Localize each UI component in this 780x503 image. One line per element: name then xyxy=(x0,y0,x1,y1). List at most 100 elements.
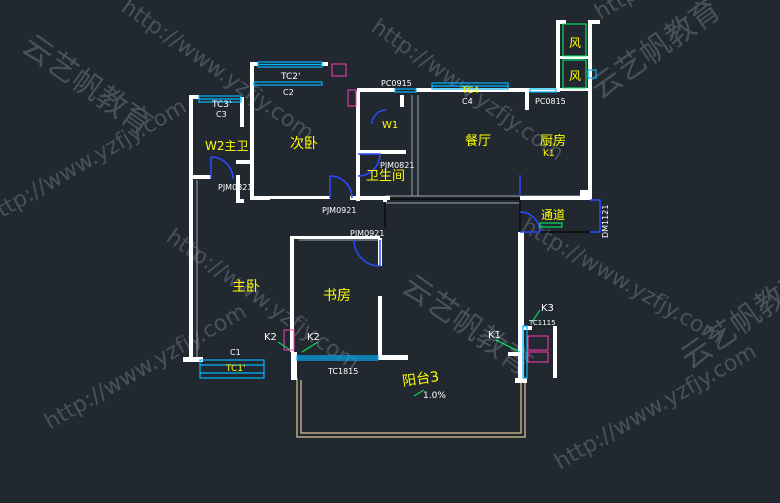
watermark-brand-3: 云艺帆教育 xyxy=(395,268,538,383)
wall-seg xyxy=(189,95,199,99)
door-wc xyxy=(371,109,387,125)
watermark-layer: http://www.yzfjy.com http://www.yzfjy.co… xyxy=(0,0,780,475)
wind-shafts xyxy=(562,23,587,89)
label-dining: 餐厅 xyxy=(465,133,491,149)
door-pjm0921-b xyxy=(353,239,381,267)
tag-pjm0921-a: PJM0921 xyxy=(322,206,356,215)
label-passage: 通道 xyxy=(541,208,565,222)
wall-seg xyxy=(356,150,406,154)
watermark-url-5: http://www.yzfjy.com xyxy=(517,214,728,350)
door-passage xyxy=(519,211,541,233)
fixture-b xyxy=(347,89,357,107)
tag-c1: C1 xyxy=(230,348,241,357)
fixture-c xyxy=(527,335,549,351)
wall-seg xyxy=(236,175,240,200)
tag-c4: C4 xyxy=(462,97,473,106)
wall-seg xyxy=(590,20,600,24)
leaders xyxy=(277,222,563,397)
wall-seg xyxy=(515,378,527,383)
wall-seg xyxy=(250,196,270,200)
wall-seg xyxy=(250,62,254,200)
fixture-e xyxy=(283,329,295,351)
wall-seg xyxy=(270,196,330,199)
wall-seg xyxy=(250,62,258,66)
window-pc0815 xyxy=(529,88,557,93)
tag-pc0815: PC0815 xyxy=(535,97,566,106)
wall-seg xyxy=(560,56,590,59)
label-bathroom: 卫生间 xyxy=(366,169,405,184)
tag-k1: K1 xyxy=(488,330,501,341)
watermark-url-6: http://www.yzfjy.com xyxy=(41,299,252,435)
wall-seg xyxy=(189,175,211,179)
balcony-outline xyxy=(296,378,526,438)
tag-pjm0821-b: PJM0821 xyxy=(380,161,414,170)
tag-slope: 1.0% xyxy=(423,391,446,401)
wall-seg xyxy=(556,20,560,92)
windows xyxy=(198,61,597,379)
wall-seg xyxy=(518,232,524,382)
window-kitchen-side xyxy=(587,69,597,79)
doors xyxy=(210,109,601,267)
label-balcony: 阳台3 xyxy=(401,369,440,390)
door-pjm0821-a xyxy=(210,156,234,180)
wall-seg xyxy=(378,296,382,356)
window-c2 xyxy=(253,81,323,86)
tag-tc1815: TC1815 xyxy=(327,367,358,376)
label-study: 书房 xyxy=(323,288,351,304)
wall-seg xyxy=(400,95,404,107)
label-wind-1: 风 xyxy=(569,36,581,50)
wall-seg xyxy=(356,91,360,201)
wall-seg xyxy=(378,355,408,360)
tag-tc1115: TC1115 xyxy=(528,319,556,327)
wall-seg xyxy=(350,196,390,200)
wall-seg xyxy=(508,352,522,356)
wall-seg xyxy=(588,20,592,200)
wall-seg xyxy=(291,352,297,380)
wall-seg xyxy=(525,88,529,110)
watermark-url-4: http://www.yzfjy.com xyxy=(0,94,191,230)
tag-k2-b: K2 xyxy=(307,332,320,343)
tag-c3: C3 xyxy=(216,110,227,119)
wall-seg xyxy=(524,326,532,330)
tag-pjm0921-b: PJM0921 xyxy=(350,229,384,238)
watermark-brand-1: 云艺帆教育 xyxy=(15,28,158,143)
wall-seg xyxy=(236,160,252,164)
tag-tc3: TC3' xyxy=(211,100,231,110)
tag-tc2: TC2' xyxy=(280,72,300,82)
wall-seg xyxy=(290,236,294,352)
label-second-bedroom: 次卧 xyxy=(290,136,318,152)
wall-seg xyxy=(322,62,328,66)
mark-passage xyxy=(539,222,563,228)
fixture-d xyxy=(527,351,549,363)
label-kitchen: 厨房 xyxy=(540,133,566,149)
wall-seg xyxy=(553,326,557,378)
room-labels: W2主卫 次卧 W1 卫生间 餐厅 厨房 K1 风 风 通道 主卧 书房 阳台3 xyxy=(205,36,581,390)
tag-tc1: TC1' xyxy=(225,364,245,374)
label-master-bedroom: 主卧 xyxy=(232,279,260,295)
fixtures xyxy=(283,63,549,363)
wall-seg xyxy=(236,199,244,203)
window-pc0915 xyxy=(394,88,417,93)
walls xyxy=(183,20,600,383)
wall-seg xyxy=(560,88,590,91)
tag-pjm0821-a: PJM0821 xyxy=(218,183,252,192)
tag-dm1121: DM1121 xyxy=(601,205,610,238)
fixture-a xyxy=(331,63,347,77)
tag-k3: K3 xyxy=(541,303,554,314)
door-dm1121 xyxy=(590,199,601,233)
wind-shaft-2 xyxy=(562,59,587,89)
wall-seg xyxy=(580,190,592,200)
wall-seg xyxy=(416,88,520,92)
wall-seg xyxy=(290,236,380,239)
wall-seg xyxy=(240,97,244,127)
door-pjm0821-b xyxy=(357,153,381,177)
wall-seg xyxy=(357,88,395,92)
tag-pc0915: PC0915 xyxy=(381,79,412,88)
label-kitchen-sub: K1 xyxy=(543,149,555,159)
wall-seg xyxy=(520,196,590,200)
window-tc1115 xyxy=(522,325,528,379)
wall-seg xyxy=(189,178,193,362)
tag-k2-a: K2 xyxy=(264,332,277,343)
tag-c2: C2 xyxy=(283,88,294,97)
